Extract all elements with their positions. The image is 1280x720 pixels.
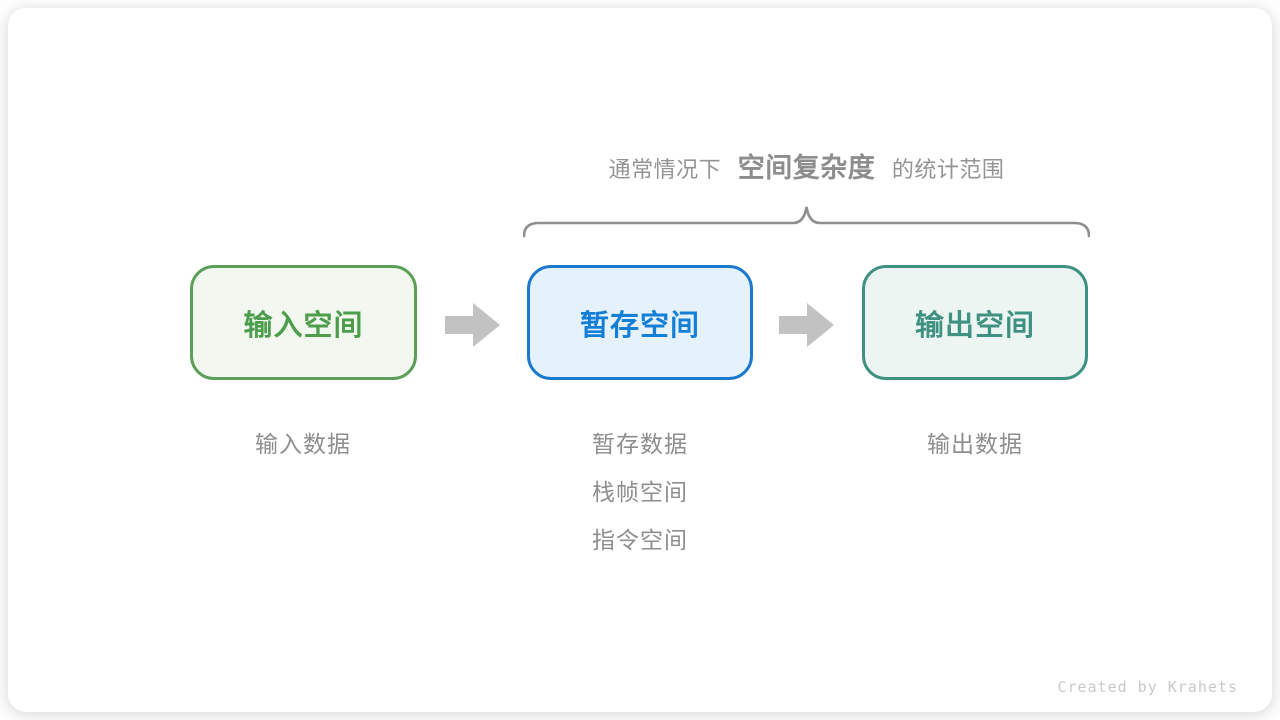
caption-prefix: 通常情况下 xyxy=(608,157,722,182)
caption-suffix: 的统计范围 xyxy=(891,157,1005,182)
output-space-box: 输出空间 xyxy=(862,265,1088,380)
temp-space-label: 暂存空间 xyxy=(579,309,700,342)
temp-data-label: 暂存数据 xyxy=(592,431,688,457)
arrow-right-icon xyxy=(445,303,500,347)
caption-highlight: 空间复杂度 xyxy=(737,153,876,183)
output-data-label: 输出数据 xyxy=(927,431,1023,457)
input-space-label: 输入空间 xyxy=(243,309,364,342)
instruction-space-label: 指令空间 xyxy=(592,527,688,553)
stack-frame-space-label: 栈帧空间 xyxy=(592,479,688,505)
input-data-label: 输入数据 xyxy=(255,431,351,457)
brace-caption: 通常情况下 空间复杂度 的统计范围 xyxy=(523,146,1090,185)
curly-brace-icon xyxy=(523,206,1090,238)
credit-text: Created by Krahets xyxy=(1057,678,1238,696)
input-space-box: 输入空间 xyxy=(190,265,417,380)
temp-space-box: 暂存空间 xyxy=(527,265,753,380)
output-space-label: 输出空间 xyxy=(914,309,1035,342)
arrow-right-icon xyxy=(779,303,834,347)
